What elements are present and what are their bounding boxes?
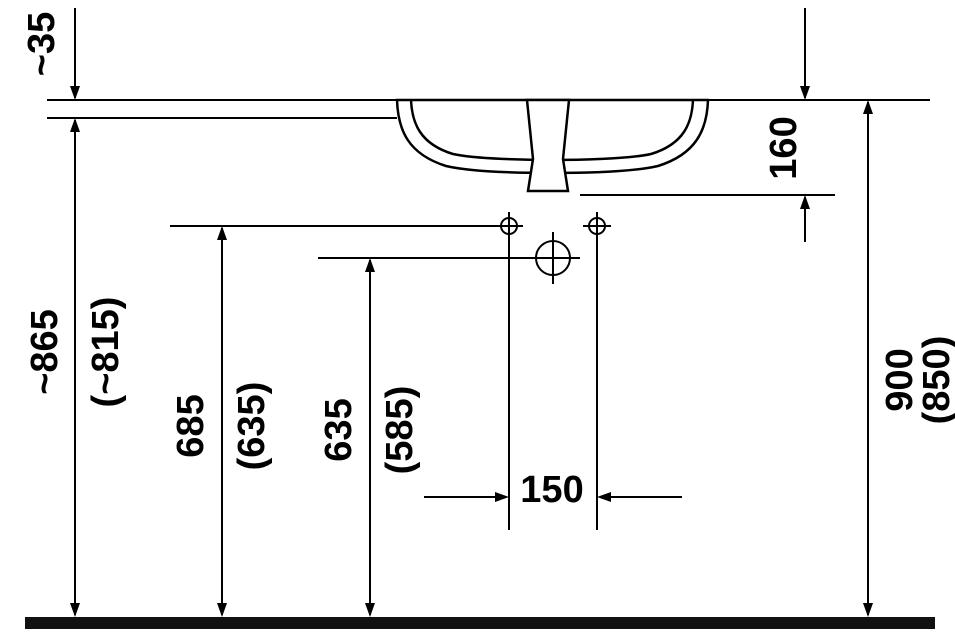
arrow-down-icon: [70, 603, 80, 617]
dim-label-585: (585): [379, 386, 421, 475]
dim-floor-to-fixing-holes: 685 (635): [170, 226, 273, 617]
fixing-hole-right: [588, 217, 606, 235]
dim-floor-to-drain: 635 (585): [318, 258, 421, 617]
drain-hole-circle: [535, 240, 571, 276]
dim-label-815: (~815): [85, 297, 127, 408]
arrow-left-icon: [597, 492, 611, 502]
dim-label-850: (850): [916, 336, 955, 425]
arrow-up-icon: [217, 226, 227, 240]
drain-column: [525, 98, 571, 193]
arrow-down-icon: [217, 603, 227, 617]
dim-floor-to-counter-top: 900 (850): [863, 100, 955, 617]
dim-label-160: 160: [763, 116, 805, 179]
dim-counter-thickness: ~35: [21, 8, 80, 100]
drain-hole: [318, 232, 580, 284]
dim-label-35: ~35: [21, 12, 63, 76]
dim-label-900: 900: [879, 348, 921, 411]
fixing-holes: [170, 212, 611, 530]
arrow-up-icon: [365, 258, 375, 272]
dim-label-685: 685: [170, 394, 212, 457]
arrow-down-icon: [863, 603, 873, 617]
dim-label-635: 635: [318, 398, 360, 461]
arrow-right-icon: [495, 492, 509, 502]
dim-floor-to-rim: ~865 (~815): [24, 118, 127, 617]
dim-label-635-alt: (635): [231, 382, 273, 471]
fixing-hole-left: [500, 217, 518, 235]
arrow-up-icon: [863, 100, 873, 114]
arrow-down-icon: [800, 86, 810, 100]
arrow-up-icon: [70, 118, 80, 132]
arrow-down-icon: [365, 603, 375, 617]
floor-line: [25, 617, 935, 629]
dim-label-150: 150: [520, 469, 583, 511]
arrow-down-icon: [70, 86, 80, 100]
arrow-up-icon: [800, 195, 810, 209]
dim-basin-depth: 160: [763, 8, 810, 242]
dim-label-865: ~865: [24, 309, 66, 395]
dim-hole-spacing: 150: [424, 469, 682, 511]
washbasin: [395, 98, 710, 193]
